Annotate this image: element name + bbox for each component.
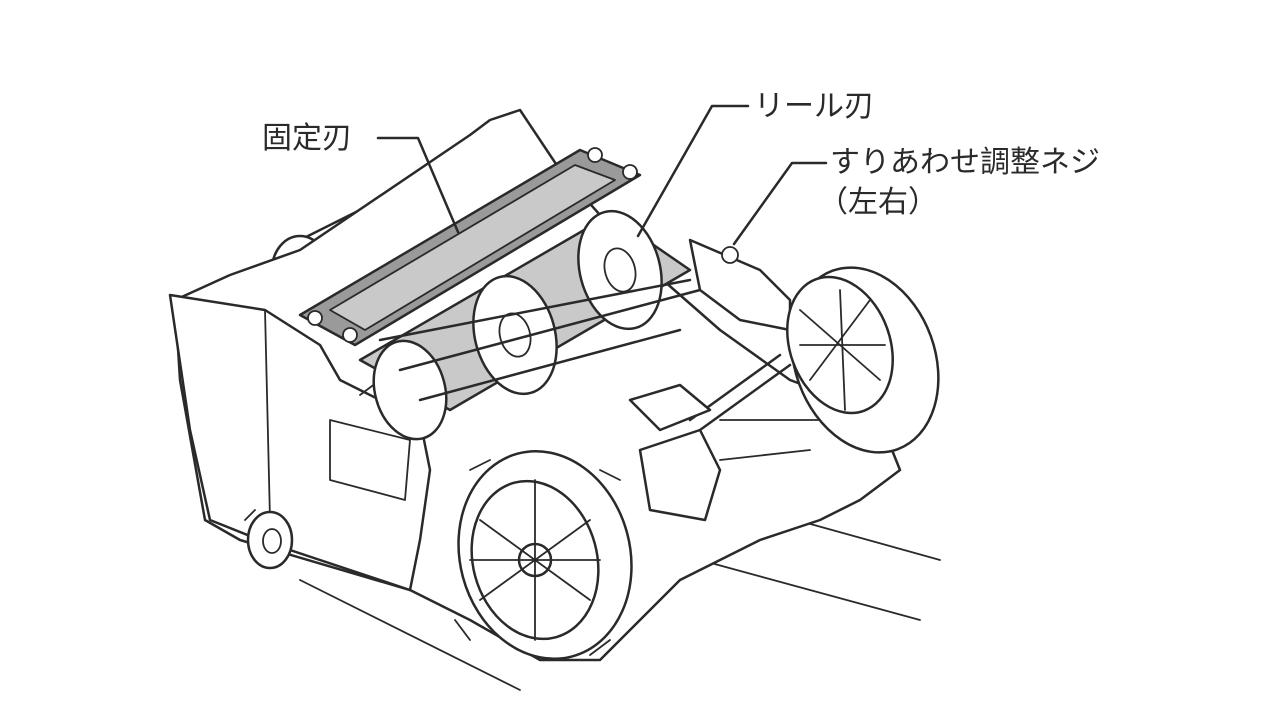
adjust-screw-label: すりあわせ調整ネジ	[830, 145, 1100, 180]
fixed-blade	[298, 147, 642, 347]
adjust-screw-sublabel: （左右）	[818, 185, 938, 220]
right-wheel	[786, 266, 940, 454]
fixed-blade-label: 固定刃	[262, 121, 352, 156]
leader-lines	[376, 104, 828, 246]
adjust-screw-leader	[732, 161, 828, 246]
reel-blade-label: リール刃	[754, 89, 874, 124]
fixed-blade-leader	[376, 136, 460, 234]
reel-blade	[358, 209, 702, 441]
front-wheel	[454, 449, 633, 661]
reel-blade-leader	[636, 104, 750, 238]
